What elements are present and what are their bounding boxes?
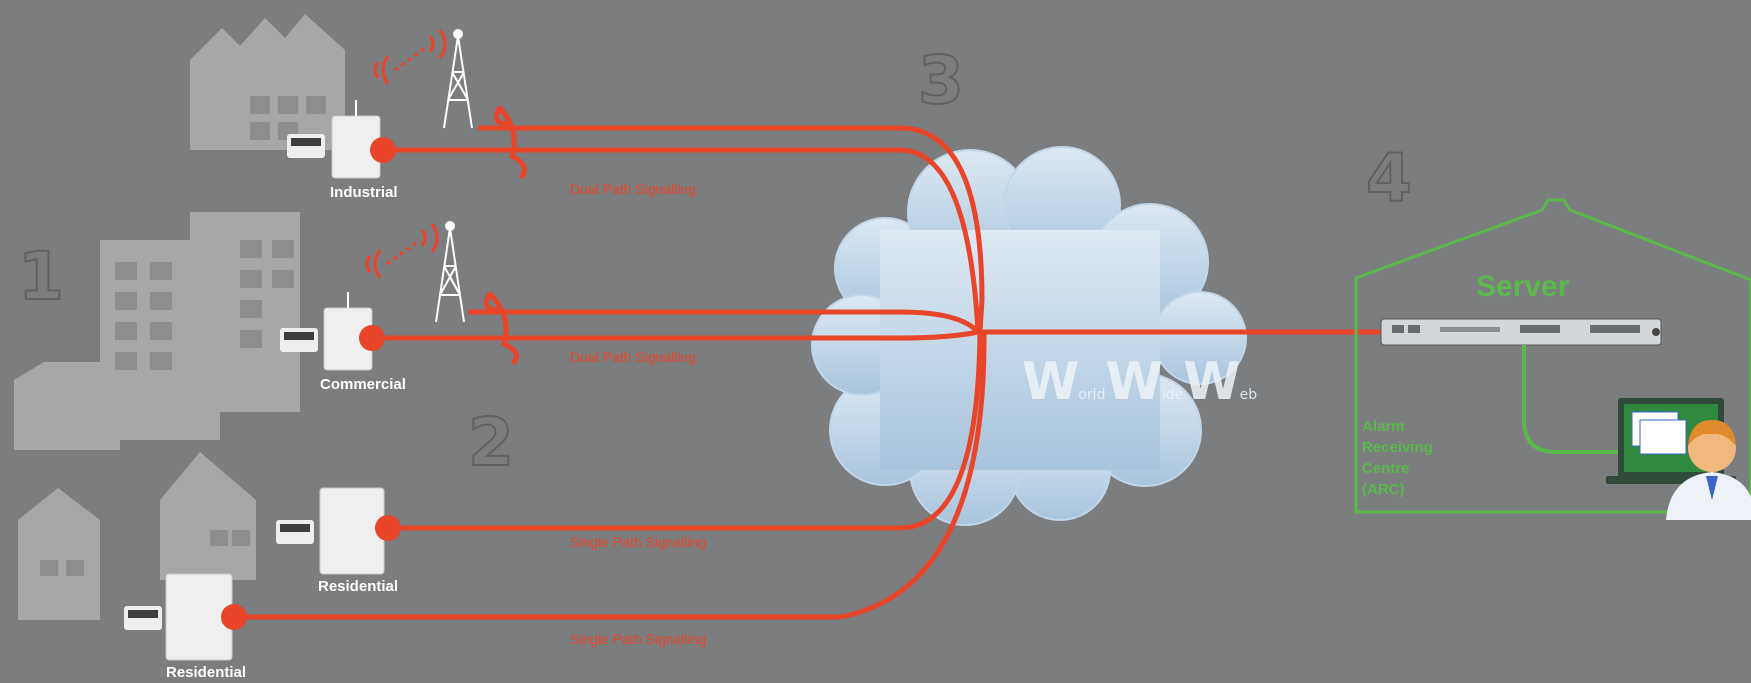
step-number-3: 3 [917, 41, 965, 120]
connection-dots [221, 137, 401, 630]
arc-building-outline [1354, 198, 1751, 514]
alarm-panel-icon [319, 487, 385, 575]
site-label-residential-lower: Residential [166, 664, 247, 681]
path-label-residential-upper: Single Path Signalling [570, 534, 707, 550]
radio-tower-icon [435, 221, 465, 323]
path-label-commercial: Dual Path Signalling [570, 349, 697, 365]
signal-lines [231, 105, 1388, 620]
keypad-icon [276, 520, 314, 544]
server-link-line [1522, 345, 1620, 454]
step-number-4: 4 [1365, 139, 1413, 218]
site-label-residential-upper: Residential [318, 578, 399, 595]
wireless-signal-icon [365, 223, 439, 279]
server-title: Server [1476, 270, 1570, 303]
server-rack-icon [1380, 318, 1662, 346]
residential-houses-icon [18, 452, 256, 620]
keypad-icon [124, 606, 162, 630]
industrial-building-icon [190, 14, 345, 150]
keypad-icon [280, 328, 318, 352]
step-number-1: 1 [17, 237, 65, 316]
operator-avatar-icon [1666, 420, 1751, 520]
wireless-signal-icon [373, 29, 447, 85]
path-label-residential-lower: Single Path Signalling [570, 631, 707, 647]
radio-tower-icon [443, 29, 473, 129]
keypad-icon [287, 134, 325, 158]
commercial-building-icon [14, 212, 300, 450]
www-label: WorldWideWeb [1022, 352, 1258, 412]
path-label-industrial: Dual Path Signalling [570, 181, 697, 197]
internet-cloud-icon [811, 146, 1247, 526]
site-label-industrial: Industrial [330, 184, 398, 201]
site-label-commercial: Commercial [320, 376, 406, 393]
step-number-2: 2 [467, 403, 515, 482]
arc-label: Alarm Receiving Centre (ARC) [1362, 418, 1433, 498]
